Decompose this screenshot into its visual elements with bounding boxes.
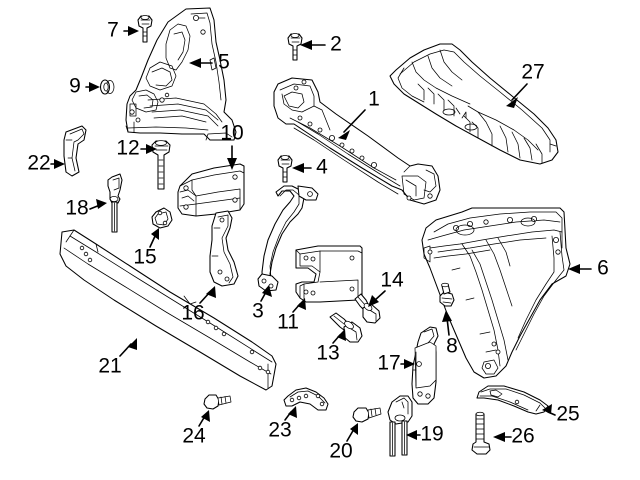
callout-leader-27 — [506, 83, 528, 108]
callout-number-23: 23 — [268, 419, 291, 442]
callout-leader-6 — [568, 264, 592, 274]
part-26-long-bolt — [471, 411, 491, 455]
callout-leader-25 — [542, 404, 556, 416]
part-27-lower-crossmember — [389, 43, 559, 165]
part-12-long-flange-bolt — [151, 140, 171, 190]
callout-number-2: 2 — [330, 33, 342, 56]
callout-leader-2 — [300, 40, 326, 50]
callout-number-18: 18 — [65, 197, 88, 220]
callout-leader-7 — [123, 26, 139, 36]
part-25-strut-brace — [476, 385, 549, 415]
callout-leader-22 — [50, 159, 65, 169]
callout-leader-12 — [140, 144, 157, 154]
part-5-left-headlight-mount-bracket — [125, 7, 237, 141]
part-11-mounting-bracket — [295, 245, 363, 303]
callout-number-19: 19 — [420, 423, 443, 446]
callout-number-3: 3 — [252, 300, 264, 323]
callout-numbers: 1 2 3 4 5 6 7 8 9 10 11 12 13 14 15 16 1… — [27, 19, 609, 463]
part-20-stud-bolt — [352, 407, 382, 423]
callout-number-8: 8 — [446, 335, 458, 358]
part-23-curved-bracket — [283, 387, 329, 411]
part-21-bumper-reinforcement-beam — [59, 229, 277, 391]
part-10-bracket-plate — [177, 163, 245, 217]
part-15-small-link-plate — [151, 207, 173, 229]
callout-number-21: 21 — [98, 355, 121, 378]
callout-leader-9 — [85, 82, 100, 92]
part-8-flange-bolt — [439, 282, 455, 307]
callout-number-6: 6 — [597, 257, 609, 280]
callout-leader-17 — [400, 359, 415, 369]
callout-leader-5 — [189, 58, 213, 68]
part-17-vertical-bracket — [411, 326, 439, 405]
callout-leader-3 — [260, 285, 272, 302]
callout-leader-18 — [89, 199, 107, 210]
callout-number-12: 12 — [116, 137, 139, 160]
part-2-flange-bolt — [287, 33, 303, 61]
callout-number-5: 5 — [218, 51, 230, 74]
part-18-stud-bracket — [107, 173, 123, 233]
callout-leader-16 — [199, 286, 216, 304]
part-3-support-rod — [257, 185, 319, 292]
callout-number-1: 1 — [368, 88, 380, 111]
callout-number-15: 15 — [133, 246, 156, 269]
part-19-twin-pin-bracket — [387, 395, 413, 457]
callout-number-24: 24 — [182, 425, 206, 448]
callout-number-22: 22 — [27, 152, 50, 175]
callout-number-16: 16 — [181, 302, 204, 325]
callout-leader-8 — [442, 310, 452, 336]
part-9-grommet-plug — [99, 79, 115, 95]
part-16-angle-bracket — [209, 210, 239, 287]
callout-leader-11 — [292, 298, 306, 313]
callout-number-7: 7 — [107, 19, 119, 42]
callout-leader-15 — [149, 228, 159, 248]
callout-number-17: 17 — [377, 352, 400, 375]
callout-number-10: 10 — [220, 122, 243, 145]
callout-leader-23 — [284, 406, 297, 421]
callout-number-25: 25 — [556, 403, 579, 426]
part-13-hex-bolt — [329, 312, 363, 343]
callout-leader-21 — [119, 338, 137, 357]
callout-number-13: 13 — [316, 342, 339, 365]
callout-leader-4 — [292, 163, 312, 173]
callout-leader-24 — [198, 410, 210, 427]
callout-leader-1 — [338, 109, 366, 140]
callout-leader-19 — [406, 430, 421, 440]
part-7-flange-bolt — [137, 15, 153, 43]
part-6-right-fender-support-bracket — [421, 207, 571, 379]
part-1-radiator-support-crossmember — [273, 77, 441, 205]
part-24-stud-bolt — [203, 394, 232, 410]
part-4-flange-bolt — [277, 155, 293, 183]
callout-leader-13 — [332, 329, 346, 344]
callout-number-9: 9 — [69, 75, 81, 98]
callout-number-20: 20 — [329, 440, 352, 463]
callout-leader-14 — [368, 290, 386, 307]
callout-leader-10 — [227, 145, 237, 170]
callout-leaders — [50, 26, 592, 442]
callout-number-27: 27 — [521, 61, 544, 84]
callout-number-4: 4 — [316, 156, 328, 179]
callout-leader-20 — [346, 423, 358, 442]
callout-number-14: 14 — [380, 269, 404, 292]
callout-number-26: 26 — [511, 425, 534, 448]
part-22-small-stay-bracket — [63, 125, 87, 177]
callout-number-11: 11 — [277, 311, 299, 334]
callout-leader-26 — [493, 432, 512, 442]
